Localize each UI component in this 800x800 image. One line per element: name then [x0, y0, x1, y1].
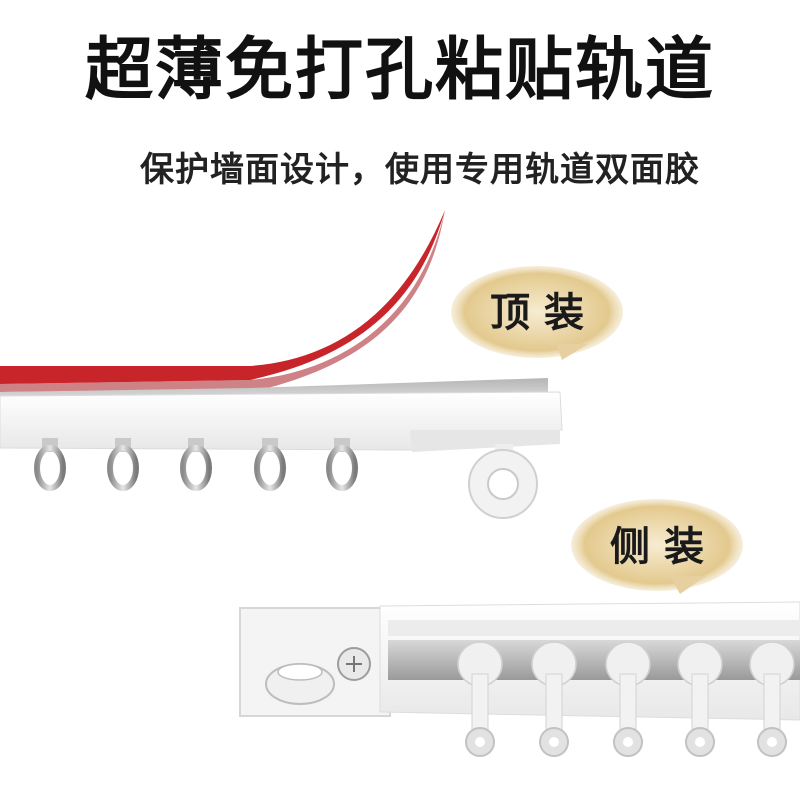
top-mount-rail — [0, 210, 563, 519]
runner-hooks-top — [34, 438, 358, 491]
tag-side-mount: 侧 装 — [571, 499, 743, 594]
adhesive-tape-strip — [0, 210, 445, 384]
runner-glider — [749, 641, 795, 757]
runner-hook — [254, 438, 286, 491]
end-stopper-wheel — [468, 444, 538, 519]
runner-hook — [326, 438, 358, 491]
runner-glider — [457, 641, 503, 757]
runner-hook — [180, 438, 212, 491]
runner-hook — [107, 438, 139, 491]
runner-hooks-side — [457, 641, 795, 757]
subline: 保护墙面设计，使用专用轨道双面胶 — [140, 150, 700, 190]
headline: 超薄免打孔粘贴轨道 — [84, 30, 715, 110]
end-cap-screw — [265, 647, 371, 705]
tag-top-mount: 顶 装 — [451, 266, 623, 360]
runner-glider — [677, 641, 723, 757]
label-side-mount: 侧 装 — [610, 523, 704, 570]
runner-glider — [605, 641, 651, 757]
label-top-mount: 顶 装 — [490, 289, 584, 336]
runner-hook — [34, 438, 66, 491]
runner-glider — [531, 641, 577, 757]
adhesive-tape-backing — [0, 210, 445, 392]
